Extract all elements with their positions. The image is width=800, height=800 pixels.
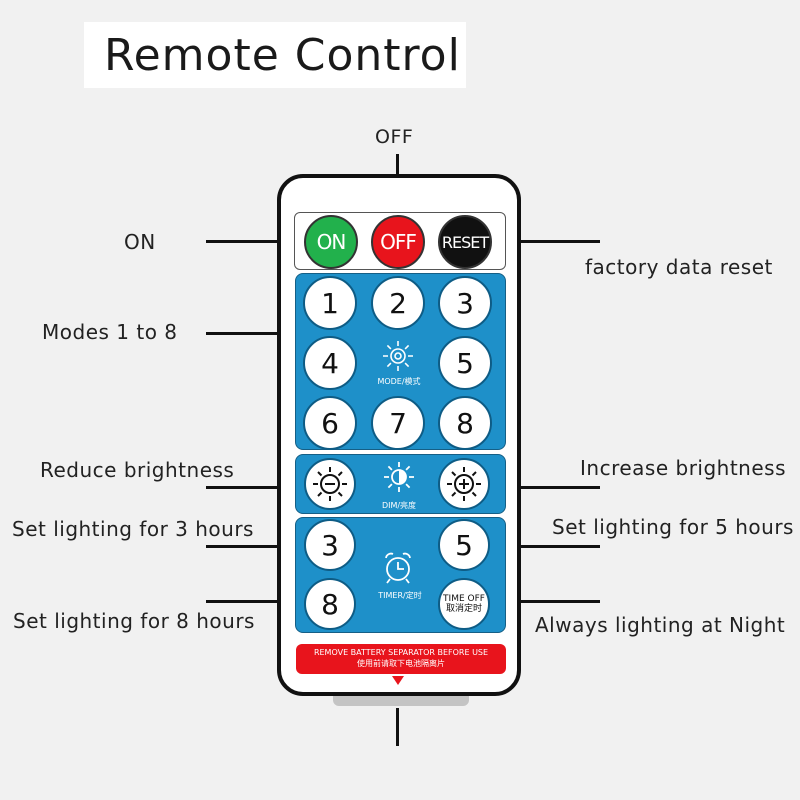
mode-4-button[interactable]: 4 xyxy=(303,336,357,390)
leader-line-reduce xyxy=(206,486,306,489)
banner-line1: REMOVE BATTERY SEPARATOR BEFORE USE xyxy=(313,648,489,657)
alarm-clock-icon xyxy=(381,550,415,590)
remote-stand xyxy=(333,694,469,706)
label-timer3: Set lighting for 3 hours xyxy=(12,517,254,541)
label-reset: factory data reset xyxy=(585,255,773,279)
leader-line-timer8 xyxy=(206,600,306,603)
leader-line-timer3 xyxy=(206,545,306,548)
mode-2-button[interactable]: 2 xyxy=(371,276,425,330)
dim-plus-button[interactable] xyxy=(438,458,490,510)
label-on: ON xyxy=(124,230,156,254)
timer-8-button[interactable]: 8 xyxy=(304,578,356,630)
label-timeoff: Always lighting at Night xyxy=(535,613,786,637)
time-off-line1: TIME OFF xyxy=(443,594,485,604)
mode-3-button[interactable]: 3 xyxy=(438,276,492,330)
timer-5-button[interactable]: 5 xyxy=(438,519,490,571)
sun-minus-icon xyxy=(313,467,347,501)
label-timer5: Set lighting for 5 hours xyxy=(552,515,794,539)
mode-7-button[interactable]: 7 xyxy=(371,396,425,450)
label-increase: Increase brightness xyxy=(580,456,787,480)
mode-5-button[interactable]: 5 xyxy=(438,336,492,390)
battery-banner: REMOVE BATTERY SEPARATOR BEFORE USE 使用前请… xyxy=(296,644,506,674)
label-off: OFF xyxy=(375,126,414,148)
label-modes: Modes 1 to 8 xyxy=(42,320,178,344)
mode-8-button[interactable]: 8 xyxy=(438,396,492,450)
mode-caption: MODE/模式 xyxy=(377,377,421,386)
mode-1-button[interactable]: 1 xyxy=(303,276,357,330)
mode-6-button[interactable]: 6 xyxy=(303,396,357,450)
on-button[interactable]: ON xyxy=(304,215,358,269)
page-title: Remote Control xyxy=(84,22,466,88)
off-button[interactable]: OFF xyxy=(371,215,425,269)
banner-line2: 使用前请取下电池隔离片 xyxy=(357,659,445,668)
reset-button[interactable]: RESET xyxy=(438,215,492,269)
sun-plus-icon xyxy=(447,467,481,501)
half-sun-icon xyxy=(380,458,418,500)
leader-line-timer5 xyxy=(494,545,600,548)
dim-caption: DIM/亮度 xyxy=(381,501,417,510)
time-off-button[interactable]: TIME OFF 取消定时 xyxy=(438,578,490,630)
label-reduce: Reduce brightness xyxy=(40,458,235,482)
timer-caption: TIMER/定时 xyxy=(378,591,422,600)
leader-line-modes xyxy=(206,332,298,335)
dim-minus-button[interactable] xyxy=(304,458,356,510)
leader-line-bottom xyxy=(396,708,399,746)
gear-icon xyxy=(380,338,416,378)
arrow-down-icon xyxy=(392,676,404,685)
leader-line-timeoff xyxy=(494,600,600,603)
leader-line-increase xyxy=(494,486,600,489)
timer-3-button[interactable]: 3 xyxy=(304,519,356,571)
label-timer8: Set lighting for 8 hours xyxy=(13,609,255,633)
leader-line-reset xyxy=(494,240,600,243)
time-off-line2: 取消定时 xyxy=(445,604,482,614)
leader-line-on xyxy=(206,240,306,243)
